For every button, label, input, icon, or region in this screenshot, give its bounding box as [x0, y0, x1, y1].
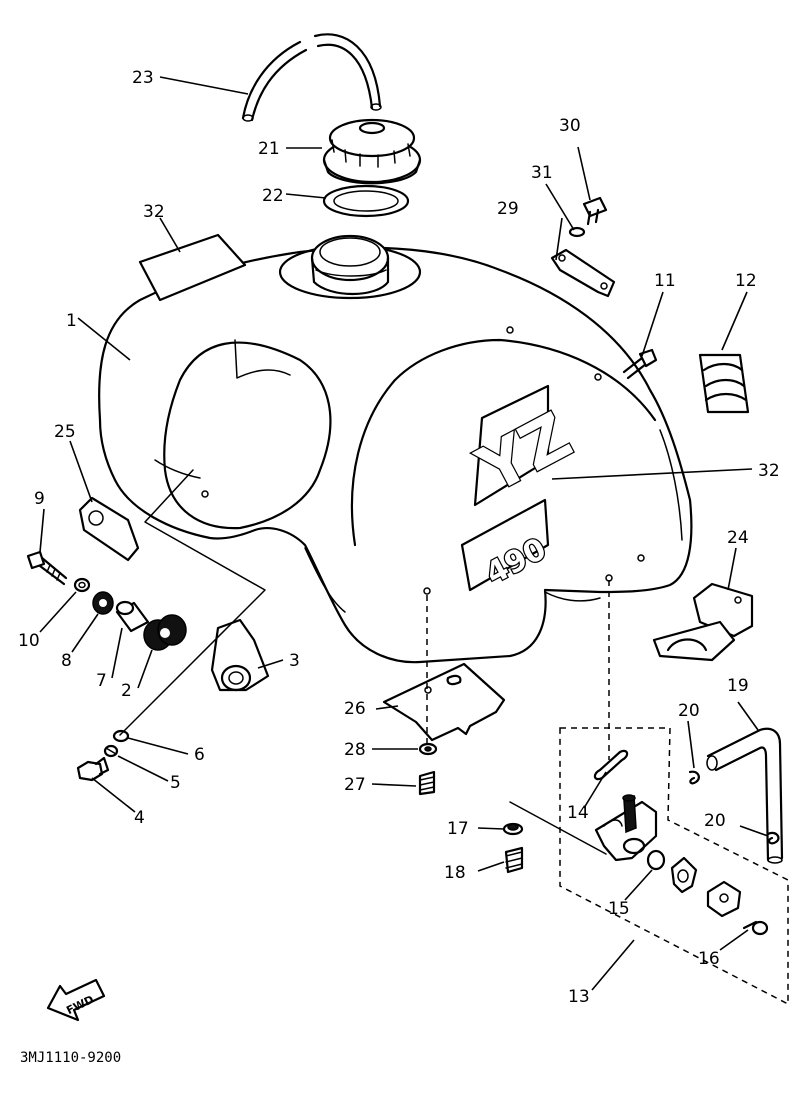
callout-32b: 32 [758, 461, 780, 481]
callout-32a: 32 [143, 202, 165, 222]
mount-bracket-3 [210, 618, 270, 692]
damper-12 [698, 353, 750, 414]
callout-18: 18 [444, 863, 466, 883]
washer-6 [112, 729, 130, 743]
callout-28: 28 [344, 740, 366, 760]
mount-bracket-25 [78, 496, 140, 562]
hose-clip-20b [766, 831, 780, 845]
callout-25: 25 [54, 422, 76, 442]
callout-20b: 20 [704, 811, 726, 831]
graphic-decal-top [138, 233, 247, 302]
fuel-cap [322, 118, 422, 185]
fuel-tank [98, 234, 693, 664]
callout-26: 26 [344, 699, 366, 719]
screw-30 [582, 196, 608, 226]
bolt-27 [418, 770, 436, 796]
callout-29: 29 [497, 199, 519, 219]
callout-19: 19 [727, 676, 749, 696]
screw-17 [502, 822, 524, 836]
callout-23: 23 [132, 68, 154, 88]
fuel-cock [594, 794, 658, 862]
callout-20a: 20 [678, 701, 700, 721]
callout-3: 3 [289, 651, 300, 671]
callout-24: 24 [727, 528, 749, 548]
fuel-cock-assembly-box [559, 727, 789, 1006]
bracket-29 [550, 248, 616, 298]
fuel-cock-leader [509, 801, 607, 855]
fuel-hose-19 [706, 727, 784, 864]
callout-17: 17 [447, 819, 469, 839]
callout-6: 6 [194, 745, 205, 765]
callout-30: 30 [559, 116, 581, 136]
callout-8: 8 [61, 651, 72, 671]
fuel-cock-plate [706, 880, 742, 918]
washer-5 [103, 744, 119, 758]
o-ring-15 [646, 849, 666, 871]
fuel-breather-hose [241, 33, 382, 122]
bolt-9 [26, 550, 68, 586]
center-dash-line [426, 580, 610, 760]
screw-16 [742, 920, 769, 936]
bolt-18 [504, 846, 524, 874]
o-ring-14 [593, 749, 629, 781]
washer-28 [418, 742, 438, 756]
callout-9: 9 [34, 489, 45, 509]
fuel-cock-lever [670, 856, 698, 894]
callout-14: 14 [567, 803, 589, 823]
callout-1: 1 [66, 311, 77, 331]
callout-2: 2 [121, 681, 132, 701]
callout-4: 4 [134, 808, 145, 828]
washer-8 [92, 591, 114, 615]
callout-11: 11 [654, 271, 676, 291]
bolt-4 [76, 756, 110, 782]
callout-5: 5 [170, 773, 181, 793]
collar-7 [115, 600, 150, 633]
washer-31 [568, 226, 586, 238]
washer-10 [73, 577, 91, 593]
bolt-11 [622, 348, 658, 380]
callout-22: 22 [262, 186, 284, 206]
cap-gasket [322, 184, 410, 218]
callout-10: 10 [18, 631, 40, 651]
callout-7: 7 [96, 671, 107, 691]
forward-direction-arrow: FWD [46, 978, 106, 1022]
drawing-code: 3MJ1110-9200 [20, 1050, 121, 1066]
bracket-24 [652, 582, 754, 662]
callout-13: 13 [568, 987, 590, 1007]
hose-clip-20a [688, 770, 700, 785]
callout-31: 31 [531, 163, 553, 183]
assembly-leaders-left [119, 469, 266, 736]
bracket-26 [382, 662, 506, 742]
callout-numbers: 23 21 22 32 1 30 31 29 11 12 32 25 9 10 … [18, 68, 780, 1007]
callout-15: 15 [608, 899, 630, 919]
callout-27: 27 [344, 775, 366, 795]
callout-12: 12 [735, 271, 757, 291]
callout-21: 21 [258, 139, 280, 159]
callout-leaders [39, 76, 769, 991]
callout-16: 16 [698, 949, 720, 969]
damper-2 [143, 614, 187, 651]
